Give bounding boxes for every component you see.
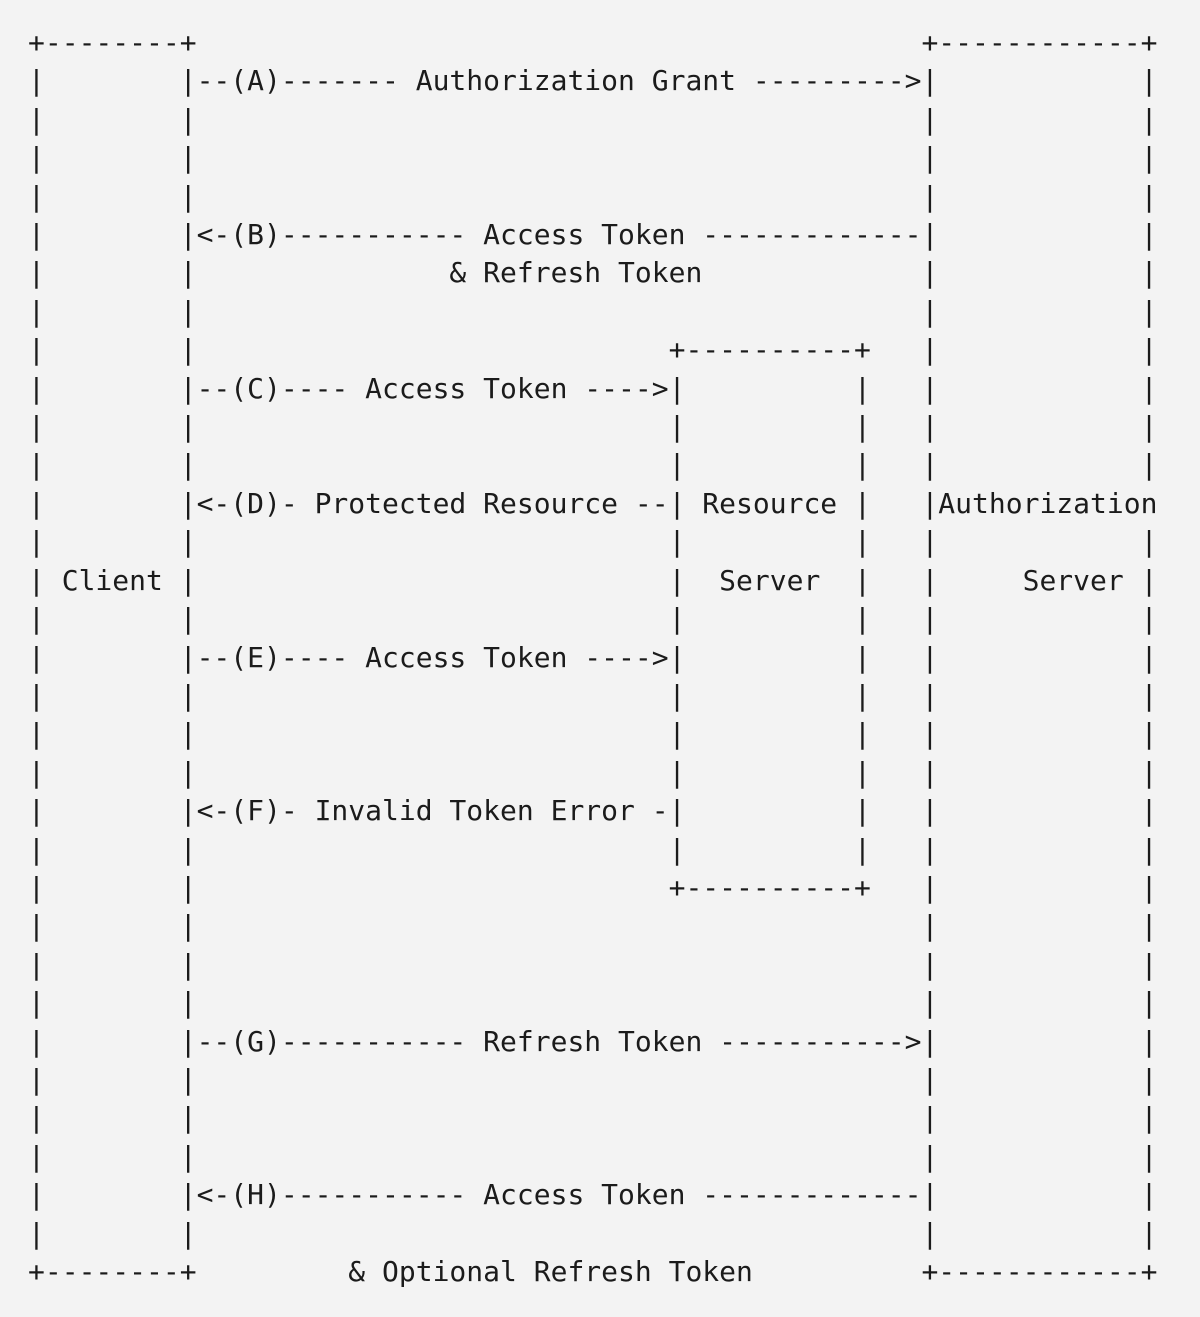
ascii-art-text: +--------+ +------------+ | |--(A)------…: [28, 26, 1158, 1288]
